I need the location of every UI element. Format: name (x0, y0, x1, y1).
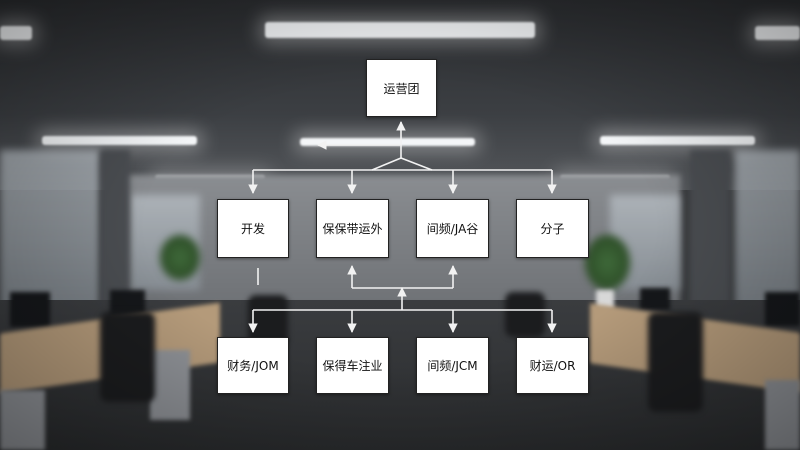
monitor (765, 292, 800, 326)
monitor (10, 292, 50, 327)
window (735, 150, 800, 310)
org-node-tier2: 财运/OR (516, 337, 589, 394)
window (0, 150, 100, 310)
pillar (690, 150, 730, 320)
ceiling-light (0, 26, 32, 40)
node-label: 间频/JA谷 (426, 222, 479, 236)
cabinet (0, 390, 45, 450)
org-node-root: 运营团 (366, 59, 437, 117)
ceiling-light (300, 138, 475, 146)
org-node-tier2: 保得车注业 (316, 337, 389, 394)
cabinet (765, 380, 800, 450)
node-label: 财运/OR (529, 359, 576, 373)
node-label: 分子 (540, 222, 565, 236)
ceiling-light (42, 136, 197, 145)
office-chair (648, 312, 703, 412)
org-node-tier2: 间频/JCM (416, 337, 489, 394)
org-node-tier1: 分子 (516, 199, 589, 258)
ceiling-light (755, 26, 800, 40)
plant (585, 235, 630, 290)
monitor (640, 288, 670, 310)
node-label: 保保带运外 (322, 222, 383, 236)
fork-left (371, 157, 402, 171)
node-label: 开发 (240, 222, 265, 236)
node-label: 保得车注业 (322, 359, 383, 373)
org-node-tier2: 财务/JOM (217, 337, 289, 394)
org-node-tier1: 间频/JA谷 (416, 199, 489, 258)
org-node-tier1: 保保带运外 (316, 199, 389, 258)
plant (160, 235, 200, 280)
org-node-tier1: 开发 (217, 199, 289, 258)
office-chair (100, 312, 155, 402)
office-chair (248, 295, 288, 345)
node-label: 财务/JOM (227, 359, 279, 373)
cabinet (150, 350, 190, 420)
fork-right (400, 157, 433, 171)
node-label: 运营团 (383, 81, 420, 96)
office-chair (505, 292, 545, 337)
ceiling-light (265, 22, 535, 38)
ceiling-light (600, 136, 755, 145)
node-label: 间频/JCM (427, 359, 478, 373)
